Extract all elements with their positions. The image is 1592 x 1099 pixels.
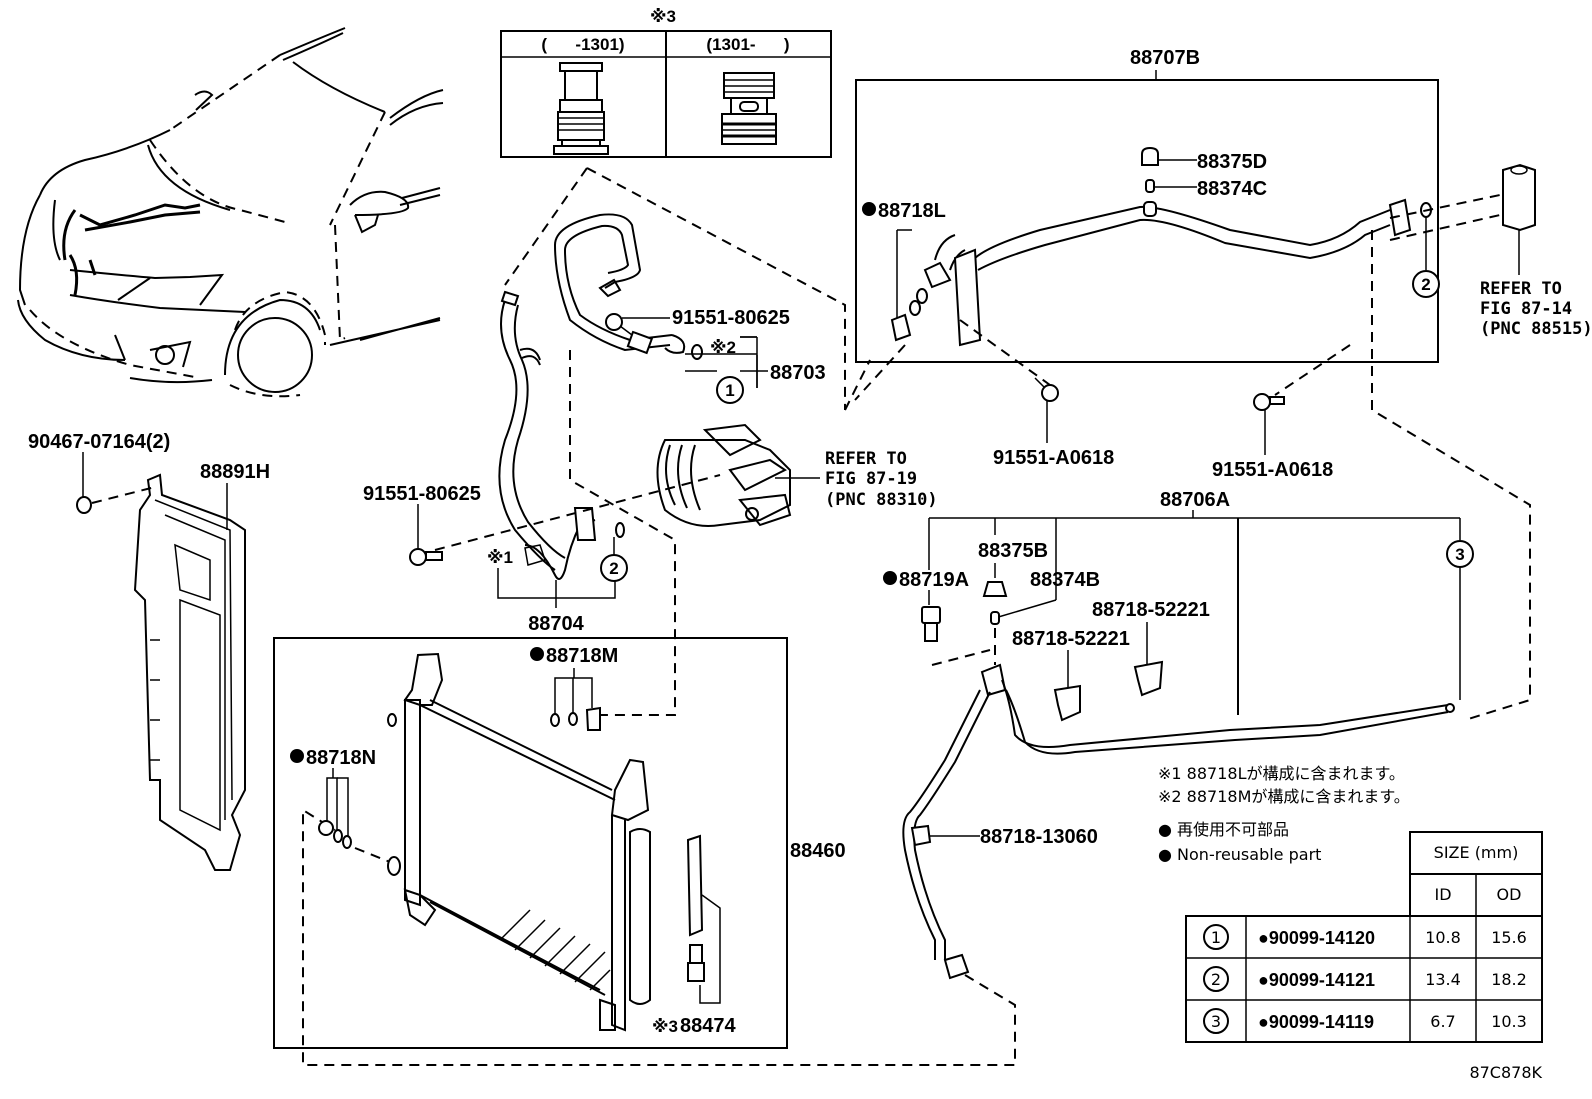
row-ref: 1 xyxy=(1211,928,1221,947)
row-ref: 2 xyxy=(1211,970,1221,989)
refer-fig-87-14-line2: FIG 87-14 xyxy=(1480,299,1572,319)
inset-note-mark: ※3 xyxy=(650,7,676,26)
table-row: 3 ●90099-14119 6.7 10.3 xyxy=(1203,1008,1527,1034)
label-91551-80625-top: 91551-80625 xyxy=(672,307,790,329)
inset-col-right: (1301- ) xyxy=(706,35,789,54)
table-row: 1 ●90099-14120 10.8 15.6 xyxy=(1203,924,1527,950)
label-88374C: 88374C xyxy=(1197,178,1267,200)
circle-ref-2-upper: 2 xyxy=(1421,275,1430,294)
label-91551-A0618-b: 91551-A0618 xyxy=(1212,459,1333,481)
clamp-88718-52221-a-icon xyxy=(1133,660,1164,697)
label-88704: 88704 xyxy=(528,613,584,635)
clip-88718-13060-icon xyxy=(910,824,932,847)
note-1-mark: ※1 xyxy=(487,548,513,567)
bolt-91551-80625-top xyxy=(605,313,633,336)
fitting-old-icon xyxy=(553,62,609,155)
row-id: 13.4 xyxy=(1425,970,1461,989)
refer-fig-87-19-line3: (PNC 88310) xyxy=(825,490,938,510)
label-88718-13060: 88718-13060 xyxy=(980,826,1098,848)
radiator-seal-88891H xyxy=(133,473,246,871)
label-88375B: 88375B xyxy=(978,540,1048,562)
condenser-88460 xyxy=(387,652,651,1032)
label-88718-52221-a: 88718-52221 xyxy=(1092,599,1210,621)
bolt-91551-80625-mid xyxy=(409,548,443,566)
label-88719A: 88719A xyxy=(899,569,969,591)
clamp-88718-52221-b-icon xyxy=(1053,684,1081,722)
row-ref: 3 xyxy=(1211,1012,1221,1031)
label-88718L: 88718L xyxy=(878,200,946,222)
refer-fig-87-19-line2: FIG 87-19 xyxy=(825,469,917,489)
row-id: 6.7 xyxy=(1430,1012,1455,1031)
bolt-91551-A0618-b xyxy=(1253,393,1285,411)
row-od: 15.6 xyxy=(1491,928,1527,947)
label-88460: 88460 xyxy=(790,840,846,862)
legend-jp: ● 再使用不可部品 xyxy=(1158,820,1289,839)
label-88474: 88474 xyxy=(680,1015,736,1037)
row-od: 10.3 xyxy=(1491,1012,1527,1031)
hose-88704 xyxy=(498,290,625,580)
label-88891H: 88891H xyxy=(200,461,270,483)
label-90467-07164: 90467-07164(2) xyxy=(28,431,170,453)
row-id: 10.8 xyxy=(1425,928,1461,947)
refer-fig-87-14-line1: REFER TO xyxy=(1480,279,1562,299)
label-91551-80625-mid: 91551-80625 xyxy=(363,483,481,505)
note-1: ※1 88718Lが構成に含まれます。 xyxy=(1158,764,1405,783)
note-2-mark: ※2 xyxy=(710,338,736,357)
group-box-88707B xyxy=(855,79,1439,363)
refer-fig-87-14-line3: (PNC 88515) xyxy=(1480,319,1592,339)
hose-88703 xyxy=(554,213,703,360)
inset-connector-table: ※3 ( -1301) (1301- ) xyxy=(500,7,832,158)
expansion-valve-icon xyxy=(1502,163,1536,232)
circle-ref-2-lower: 2 xyxy=(609,559,618,578)
group-box-88460 xyxy=(273,637,788,1049)
vehicle-outline xyxy=(17,27,444,398)
inset-col-left: ( -1301) xyxy=(541,35,624,54)
note-2: ※2 88718Mが構成に含まれます。 xyxy=(1158,787,1410,806)
fitting-new-icon xyxy=(721,72,777,145)
pipe-88706A xyxy=(902,663,1455,980)
label-91551-A0618-a: 91551-A0618 xyxy=(993,447,1114,469)
label-88706A: 88706A xyxy=(1160,489,1230,511)
figure-code: 87C878K xyxy=(1469,1063,1542,1082)
circle-ref-1: 1 xyxy=(725,381,734,400)
label-88718M: 88718M xyxy=(546,645,618,667)
pipe-88707B xyxy=(923,198,1412,347)
row-part-number: ●90099-14119 xyxy=(1258,1012,1374,1032)
label-88718-52221-b: 88718-52221 xyxy=(1012,628,1130,650)
clip-90467-icon xyxy=(76,496,92,514)
legend-en: ● Non-reusable part xyxy=(1158,845,1321,864)
row-part-number: ●90099-14120 xyxy=(1258,928,1375,948)
circle-ref-3: 3 xyxy=(1455,545,1464,564)
row-part-number: ●90099-14121 xyxy=(1258,970,1375,990)
label-88374B: 88374B xyxy=(1030,569,1100,591)
label-88703: 88703 xyxy=(770,362,826,384)
desiccant-88474 xyxy=(686,834,721,1004)
valve-88374C-icon xyxy=(1145,179,1155,193)
note-3-mark: ※3 xyxy=(652,1017,678,1036)
label-88707B: 88707B xyxy=(1130,47,1200,69)
table-row: 2 ●90099-14121 13.4 18.2 xyxy=(1203,966,1527,992)
cap-88375B-icon xyxy=(982,581,1008,597)
table-header-id: ID xyxy=(1434,885,1451,904)
pressure-switch-88719A-icon xyxy=(921,606,941,642)
bolt-91551-A0618-a xyxy=(1034,377,1059,402)
table-header-size: SIZE (mm) xyxy=(1434,843,1519,862)
compressor-icon xyxy=(656,423,792,527)
label-88718N: 88718N xyxy=(306,747,376,769)
label-88375D: 88375D xyxy=(1197,151,1267,173)
table-header-od: OD xyxy=(1497,885,1522,904)
row-od: 18.2 xyxy=(1491,970,1527,989)
cap-88375D-icon xyxy=(1141,146,1159,166)
valve-88374B-icon xyxy=(990,611,1000,625)
refer-fig-87-19-line1: REFER TO xyxy=(825,449,907,469)
size-table: SIZE (mm) ID OD 1 ●90099-14120 10.8 15.6… xyxy=(1185,831,1543,1043)
